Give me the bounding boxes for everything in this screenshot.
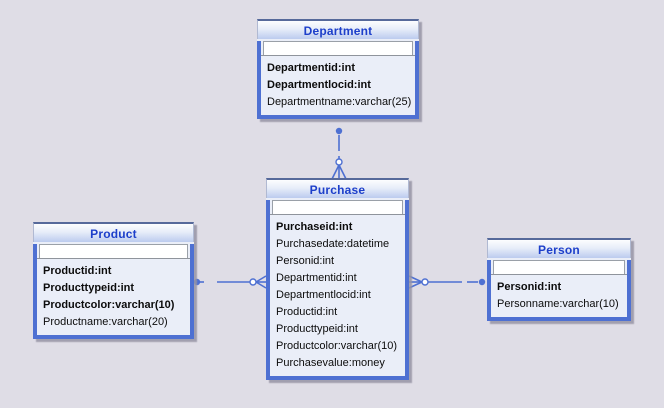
attribute-row[interactable]: Productcolor:varchar(10) <box>43 299 175 311</box>
entity-empty-row <box>493 260 625 274</box>
entity-title-purchase[interactable]: Purchase <box>266 178 409 198</box>
attribute-row[interactable]: Producttypeid:int <box>276 323 358 335</box>
attribute-row[interactable]: Personname:varchar(10) <box>497 298 619 310</box>
compartment-divider <box>37 258 190 259</box>
attribute-row[interactable]: Purchasedate:datetime <box>276 238 390 250</box>
attribute-row[interactable]: Productid:int <box>276 306 338 318</box>
attribute-row[interactable]: Personid:int <box>276 255 335 267</box>
cardinality-circle-icon <box>249 278 257 286</box>
crowfoot-icon-department-purchase <box>331 164 340 180</box>
attribute-row[interactable]: Departmentlocid:int <box>276 289 371 301</box>
crowfoot-icon-product-purchase <box>255 275 267 283</box>
entity-title-person[interactable]: Person <box>487 238 631 258</box>
attribute-row[interactable]: Purchaseid:int <box>276 221 353 233</box>
compartment-divider <box>270 214 405 215</box>
cardinality-dot-icon <box>335 127 343 135</box>
crowfoot-icon-person-purchase <box>408 281 423 289</box>
attribute-row[interactable]: Departmentname:varchar(25) <box>267 96 412 108</box>
cardinality-circle-icon <box>421 278 429 286</box>
entity-title-department[interactable]: Department <box>257 19 419 39</box>
attribute-row[interactable]: Personid:int <box>497 281 562 293</box>
crowfoot-icon-product-purchase <box>255 281 267 289</box>
attribute-row[interactable]: Productcolor:varchar(10) <box>276 340 398 352</box>
attribute-row[interactable]: Purchasevalue:money <box>276 357 385 369</box>
attribute-row[interactable]: Departmentid:int <box>267 62 355 74</box>
cardinality-circle-icon <box>335 158 343 166</box>
crowfoot-icon-person-purchase <box>408 275 423 283</box>
entity-empty-row <box>263 41 413 55</box>
crowfoot-icon-department-purchase <box>338 164 347 180</box>
attribute-row[interactable]: Departmentid:int <box>276 272 357 284</box>
entity-empty-row <box>272 200 403 214</box>
attribute-row[interactable]: Productid:int <box>43 265 112 277</box>
attribute-row[interactable]: Departmentlocid:int <box>267 79 371 91</box>
entity-empty-row <box>39 244 188 258</box>
attribute-row[interactable]: Productname:varchar(20) <box>43 316 168 328</box>
cardinality-dot-icon <box>193 278 201 286</box>
cardinality-dot-icon <box>478 278 486 286</box>
attribute-row[interactable]: Producttypeid:int <box>43 282 135 294</box>
compartment-divider <box>491 274 627 275</box>
entity-title-product[interactable]: Product <box>33 222 194 242</box>
compartment-divider <box>261 55 415 56</box>
